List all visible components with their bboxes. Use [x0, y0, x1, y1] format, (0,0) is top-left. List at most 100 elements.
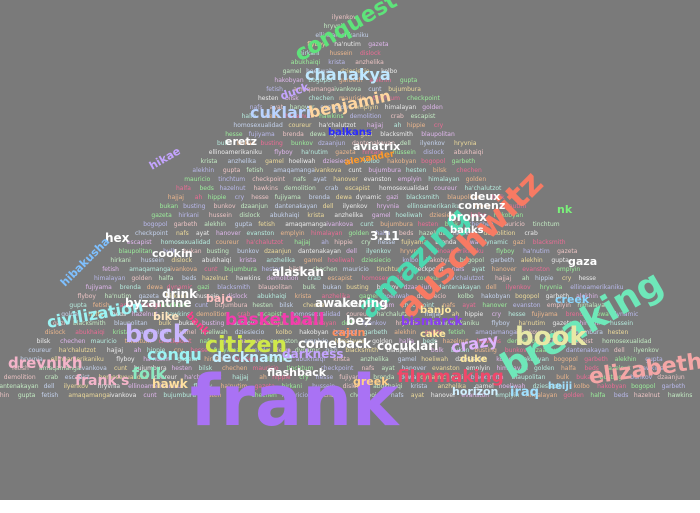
cloud-small-word: hirkani	[282, 383, 303, 390]
cloud-small-word: garbeth	[584, 356, 608, 363]
cloud-small-word: evanston	[513, 302, 541, 309]
cloud-small-word: crab	[548, 338, 561, 345]
cloud-small-word: anzhelika	[355, 59, 384, 66]
cloud-small-word: ivankova	[161, 302, 188, 309]
cloud-word: chanakya	[305, 65, 391, 84]
cloud-small-word: hanover	[402, 365, 427, 372]
cloud-small-word: ellinoamerikaniku	[51, 356, 104, 363]
cloud-small-word: gazi	[325, 347, 338, 354]
cloud-small-word: bulk	[217, 140, 230, 147]
cloud-small-word: gazeta	[139, 293, 160, 300]
cloud-small-word: coureur	[154, 374, 178, 381]
cloud-small-word: bilsk	[199, 365, 213, 372]
cloud-small-word: demolition	[267, 275, 299, 282]
cloud-small-word: fetish	[12, 365, 29, 372]
cloud-small-word: homosexualidad	[161, 239, 211, 246]
cloud-small-word: gazi	[451, 374, 464, 381]
cloud-small-word: bogopol	[515, 293, 539, 300]
cloud-small-word: emplyin	[556, 266, 580, 273]
cloud-small-word: checkpoint	[321, 365, 355, 372]
cloud-small-word: ilyenkov	[366, 248, 391, 255]
cloud-small-word: hawkins	[319, 113, 343, 120]
cloud-small-word: fetish	[93, 302, 110, 309]
cloud-small-word: dewa	[400, 374, 416, 381]
cloud-small-word: ha'nutim	[500, 203, 527, 210]
cloud-small-word: bulk	[159, 320, 172, 327]
cloud-small-word: hussein	[330, 50, 353, 57]
cloud-small-word: homosexualidad	[602, 338, 652, 345]
cloud-small-word: hirkani	[299, 50, 320, 57]
cloud-small-word: hoeliwah	[499, 383, 526, 390]
cloud-small-word: cry	[235, 194, 245, 201]
cloud-small-word: dzaanjun	[657, 374, 685, 381]
cloud-small-word: garbeth	[174, 221, 198, 228]
cloud-small-word: hajjaj	[107, 347, 123, 354]
cloud-small-word: bujumbura	[380, 221, 413, 228]
cloud-small-word: crab	[325, 185, 338, 192]
cloud-small-word: beds	[614, 392, 628, 399]
cloud-small-word: bujumbura	[570, 329, 603, 336]
cloud-small-word: bujumbura	[215, 302, 248, 309]
cloud-small-word: ivankova	[314, 167, 341, 174]
cloud-small-word: homosexualidad	[99, 374, 149, 381]
cloud-small-word: golden	[349, 230, 370, 237]
cloud-word: deux	[470, 190, 500, 203]
cloud-small-word: blaupolitan	[512, 374, 546, 381]
cloud-small-word: fujiyama	[532, 311, 558, 318]
cloud-small-word: dantenakayan	[275, 203, 318, 210]
cloud-small-word: beds	[423, 338, 437, 345]
cloud-small-word: garbeth	[339, 77, 363, 84]
cloud-small-word: dynamic	[295, 347, 321, 354]
cloud-small-word: anzhelika	[228, 158, 257, 165]
cloud-small-word: hanover	[216, 230, 241, 237]
cloud-small-word: bulk	[163, 248, 176, 255]
cloud-small-word: alekhin	[204, 221, 226, 228]
cloud-small-word: hesse	[190, 347, 208, 354]
cloud-small-word: ha'chalutzot	[319, 122, 357, 129]
cloud-small-word: mauricio	[333, 302, 359, 309]
cloud-small-word: crab	[525, 230, 538, 237]
cloud-small-word: hanover	[333, 176, 358, 183]
cloud-small-word: hakobyan	[387, 158, 416, 165]
cloud-small-word: ha'nutim	[519, 320, 546, 327]
cloud-small-word: bogopol	[631, 383, 655, 390]
cloud-word: cocuklari	[377, 339, 438, 353]
cloud-small-word: halfa	[242, 113, 257, 120]
cloud-small-word: amaqamanga	[39, 365, 81, 372]
cloud-small-word: flyboy	[78, 293, 97, 300]
cloud-small-word: cunt	[143, 392, 157, 399]
cloud-small-word: himalayan	[94, 275, 126, 282]
cloud-small-word: hryvnia	[324, 23, 347, 30]
cloud-small-word: hakobyan	[494, 212, 523, 219]
cloud-small-word: bunkov	[233, 320, 255, 327]
cloud-small-word: ayat	[472, 266, 486, 273]
cloud-small-word: fujiyama	[214, 347, 240, 354]
cloud-small-word: dislock	[265, 356, 286, 363]
cloud-small-word: escapist	[257, 311, 282, 318]
cloud-word: filmmaking	[397, 367, 504, 387]
cloud-small-word: bunkov	[505, 347, 527, 354]
cloud-small-word: hoeliwah	[327, 257, 354, 264]
cloud-small-word: nafs	[442, 302, 455, 309]
cloud-word: duke	[460, 354, 488, 365]
cloud-small-word: garbeth	[364, 329, 388, 336]
cloud-small-word: himalayan	[526, 392, 558, 399]
cloud-small-word: dantenakayan	[294, 320, 337, 327]
cloud-small-word: bogopol	[143, 221, 167, 228]
cloud-small-word: gamel	[304, 257, 323, 264]
cloud-small-word: hesten	[258, 95, 279, 102]
cloud-word: cuklari	[250, 103, 311, 122]
cloud-small-word: dantenakayan	[566, 347, 609, 354]
cloud-small-word: beds	[182, 275, 196, 282]
cloud-small-word: krista	[239, 257, 256, 264]
cloud-small-word: alekhin	[192, 167, 214, 174]
cloud-small-word: blacksmith	[380, 131, 413, 138]
cloud-word: cookin	[152, 247, 193, 260]
cloud-small-word: cunt	[114, 365, 128, 372]
cloud-small-word: checkpoint	[407, 95, 441, 102]
cloud-small-word: hawkins	[166, 311, 190, 318]
cloud-small-word: kolbo	[276, 329, 292, 336]
cloud-small-word: ilyenkov	[506, 284, 531, 291]
cloud-small-word: hesten	[201, 392, 222, 399]
cloud-small-word: cunt	[550, 329, 564, 336]
